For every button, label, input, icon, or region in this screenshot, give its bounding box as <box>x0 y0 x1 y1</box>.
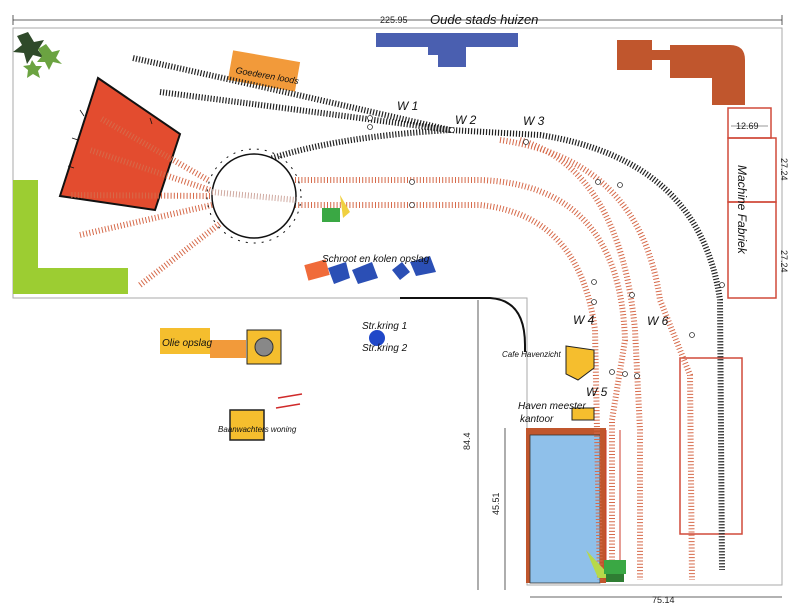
switch-w2-label: W 2 <box>455 113 477 127</box>
bottom-width-label: 75.14 <box>652 595 675 605</box>
factory-width-label: 12.69 <box>736 121 759 131</box>
harbour-master-office: Haven meester kantoor <box>518 401 595 425</box>
scrap-label: Schroot en kolen opslag <box>322 254 430 265</box>
crossing-keeper-label: Baanwachters woning <box>218 425 297 434</box>
machine-factory: 12.69 27.24 27.24 Machine Fabriek <box>727 107 789 299</box>
track-rails <box>605 430 621 580</box>
oil-storage: Olie opslag <box>160 328 282 365</box>
street-circuit: Str.kring 1 Str.kring 2 <box>362 321 408 354</box>
cafe-label: Cafe Havenzicht <box>502 350 561 359</box>
title-label: Oude stads huizen <box>430 12 538 27</box>
turntable <box>206 148 302 244</box>
harbour-items <box>586 550 626 582</box>
harbour-master-label: Haven meester <box>518 401 586 412</box>
str-kring-1-label: Str.kring 1 <box>362 321 407 332</box>
basin-height-label: 45.51 <box>491 492 501 515</box>
switch-w1-label: W 1 <box>397 99 418 113</box>
switch-w4-label: W 4 <box>573 313 595 327</box>
trees <box>13 32 62 78</box>
harbour-basin <box>526 428 606 584</box>
left-dimension: 84.4 45.51 <box>462 300 506 590</box>
black-tracks <box>132 55 725 571</box>
switch-w3-label: W 3 <box>523 114 545 128</box>
loco-shed <box>58 76 182 212</box>
harbour-office-label: kantoor <box>520 414 554 425</box>
str-kring-2-label: Str.kring 2 <box>362 343 408 354</box>
factory-seg2-label: 27.24 <box>779 250 789 273</box>
switch-w6-label: W 6 <box>647 314 669 328</box>
station-building <box>376 33 518 67</box>
left-height-label: 84.4 <box>462 432 472 450</box>
factory-seg1-label: 27.24 <box>779 158 789 181</box>
red-tracks <box>69 115 695 581</box>
loading-zone <box>679 357 743 535</box>
switch-markers <box>367 115 725 379</box>
top-dimension: 225.95 <box>12 15 783 25</box>
crossing-keeper-house: Baanwachters woning <box>218 393 303 441</box>
factory-label: Machine Fabriek <box>735 165 749 255</box>
top-width-label: 225.95 <box>380 15 408 25</box>
backdrop-curve <box>400 297 526 352</box>
green-area <box>13 180 128 294</box>
oil-label: Olie opslag <box>162 338 212 349</box>
cafe: Cafe Havenzicht <box>502 345 595 381</box>
bottom-dimension: 75.14 <box>530 595 782 605</box>
switch-w5-label: W 5 <box>586 385 608 399</box>
factory-building <box>617 40 745 105</box>
scrap-coal-storage: Schroot en kolen opslag <box>304 195 436 284</box>
